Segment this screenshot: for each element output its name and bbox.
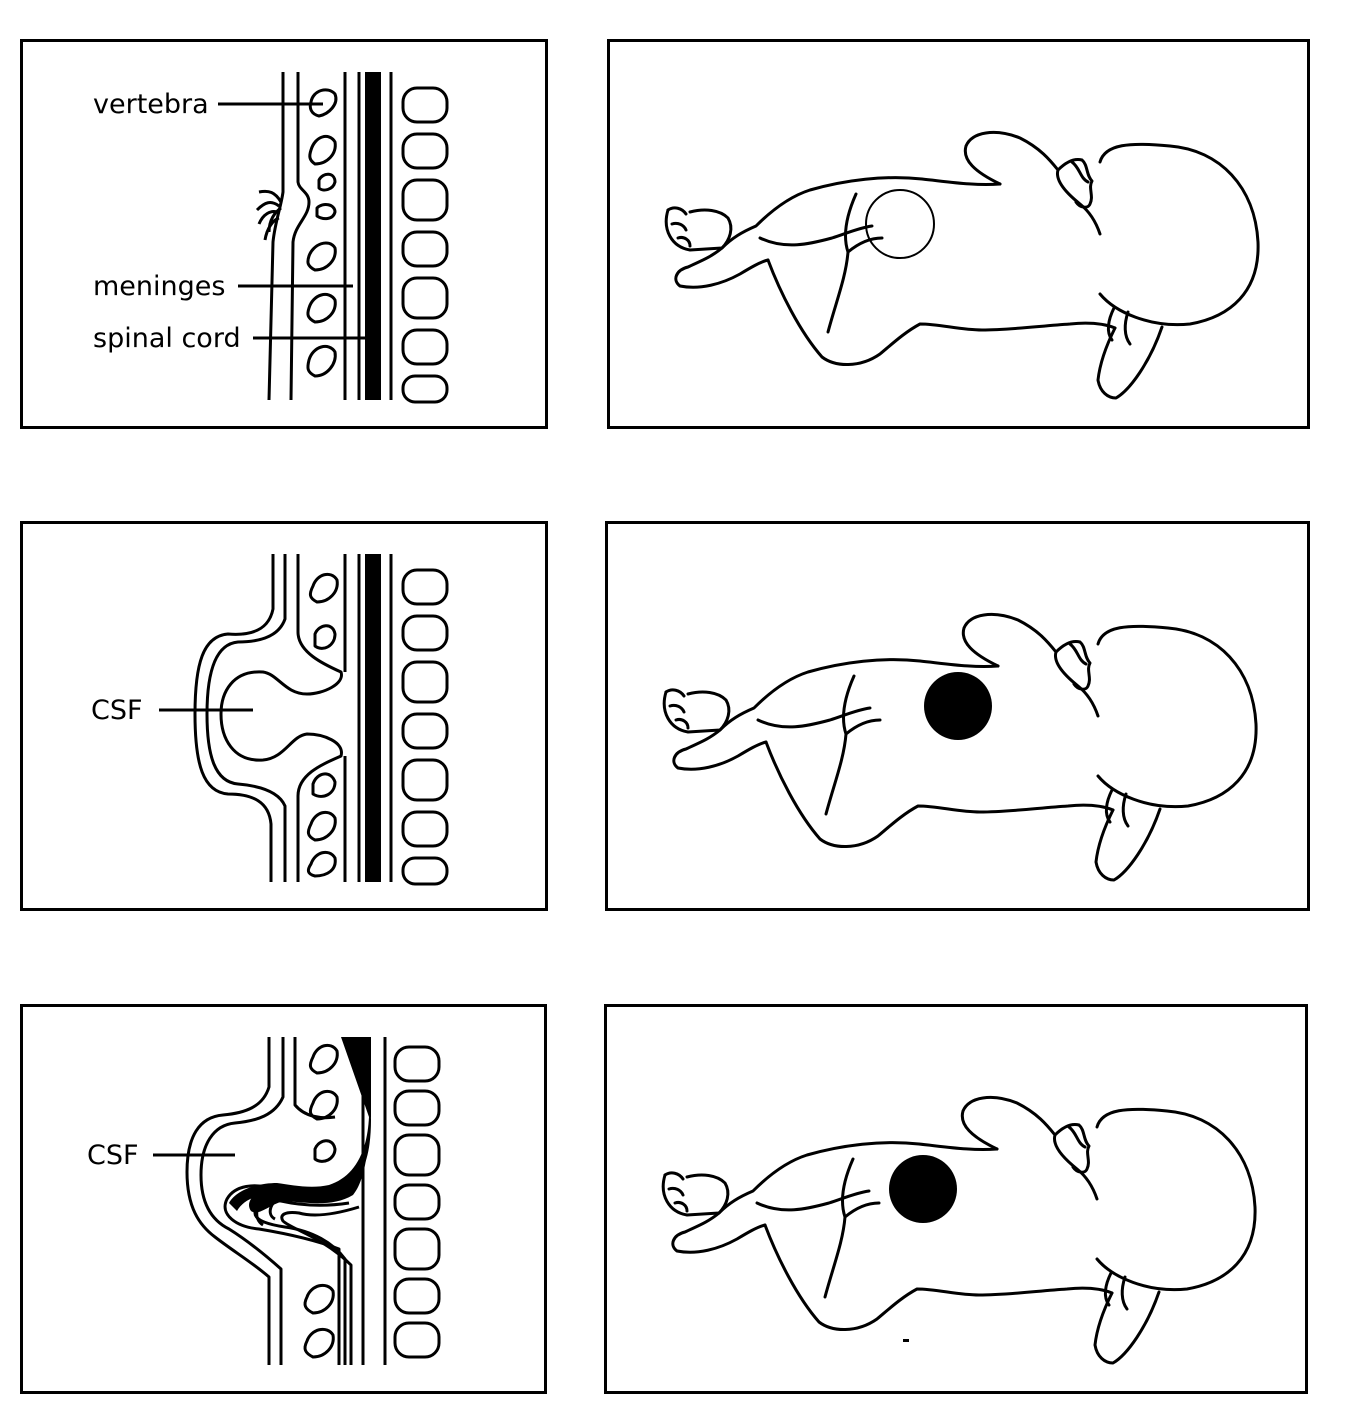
csf-label: CSF: [87, 1140, 139, 1171]
spine-section-normal-diagram: vertebra meninges spinal cord: [93, 72, 449, 404]
baby-figure-meningocele: [662, 612, 1258, 882]
baby-panel-normal: [607, 39, 1310, 429]
spine-section-meningocele-diagram: CSF: [91, 554, 449, 886]
spinal-cord-bar: [365, 72, 381, 400]
meninges-label: meninges: [93, 271, 225, 302]
vertebra-label: vertebra: [93, 89, 209, 120]
baby-figure-myelomeningocele: [661, 1095, 1257, 1365]
marker-circle-outline: [865, 189, 935, 259]
marker-dot-solid: [889, 1155, 957, 1223]
speck-mark: [903, 1339, 909, 1342]
baby-figure-normal: [664, 130, 1260, 400]
marker-dot-solid: [924, 672, 992, 740]
baby-panel-meningocele: [605, 521, 1310, 911]
baby-panel-myelomeningocele: [604, 1004, 1308, 1394]
spine-section-myelomeningocele-diagram: CSF: [87, 1037, 441, 1365]
spinal-cord-bar: [365, 554, 381, 882]
spine-section-panel-meningocele: CSF: [20, 521, 548, 911]
csf-label: CSF: [91, 695, 143, 726]
spinal-cord-label: spinal cord: [93, 323, 241, 354]
spine-section-panel-normal: vertebra meninges spinal cord: [20, 39, 548, 429]
spine-section-panel-myelomeningocele: CSF: [20, 1004, 547, 1394]
